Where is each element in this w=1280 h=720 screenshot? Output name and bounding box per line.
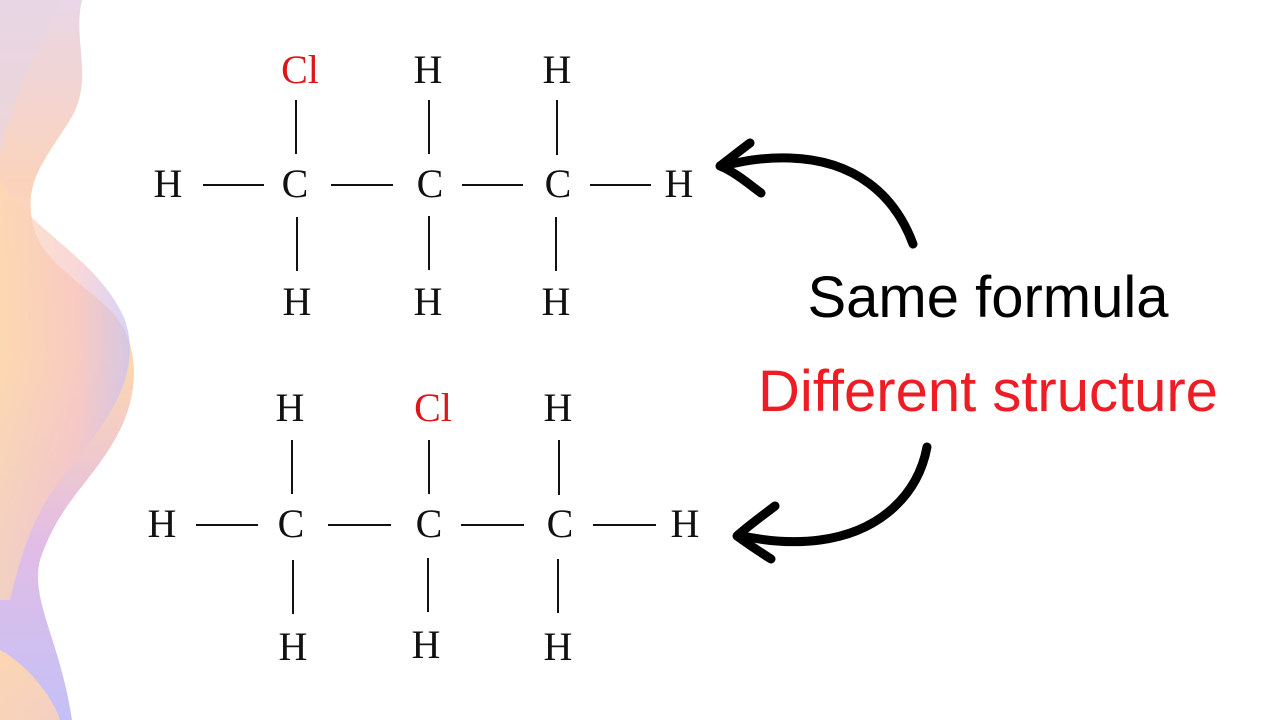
atom-hydrogen: H [282, 279, 312, 324]
single-bond [556, 100, 558, 155]
atom-hydrogen: H [670, 501, 700, 546]
single-bond [428, 216, 430, 270]
single-bond [296, 217, 298, 271]
atom-chlorine: Cl [414, 385, 452, 430]
atom-hydrogen: H [542, 47, 572, 92]
single-bond [331, 184, 393, 186]
atom-hydrogen: H [543, 385, 573, 430]
single-bond [558, 440, 560, 495]
atom-carbon: C [277, 501, 305, 546]
atom-hydrogen: H [543, 624, 573, 669]
caption-different-structure: Different structure [758, 359, 1218, 424]
curved-arrow-up-icon [715, 138, 918, 249]
atom-carbon: C [281, 161, 309, 206]
decorative-wave-background [0, 0, 134, 720]
atom-hydrogen: H [413, 279, 443, 324]
single-bond [291, 440, 293, 494]
single-bond [428, 100, 430, 154]
atom-hydrogen: H [411, 622, 441, 667]
atom-carbon: C [546, 501, 574, 546]
caption-same-formula: Same formula [807, 265, 1169, 330]
atom-hydrogen: H [147, 501, 177, 546]
curved-arrow-down-icon [732, 442, 932, 564]
atom-hydrogen: H [413, 47, 443, 92]
atom-carbon: C [544, 161, 572, 206]
single-bond [427, 558, 429, 612]
atom-hydrogen: H [541, 279, 571, 324]
single-bond [328, 524, 391, 526]
atom-chlorine: Cl [281, 47, 319, 92]
single-bond [462, 184, 523, 186]
single-bond [593, 524, 656, 526]
single-bond [557, 559, 559, 613]
single-bond [461, 524, 524, 526]
atom-hydrogen: H [664, 161, 694, 206]
single-bond [295, 100, 297, 154]
atom-hydrogen: H [275, 385, 305, 430]
single-bond [428, 440, 430, 494]
atom-hydrogen: H [278, 624, 308, 669]
atom-carbon: C [416, 161, 444, 206]
atom-hydrogen: H [153, 161, 183, 206]
atom-carbon: C [415, 501, 443, 546]
single-bond [292, 560, 294, 614]
single-bond [196, 524, 258, 526]
single-bond [555, 217, 557, 271]
single-bond [590, 184, 651, 186]
single-bond [203, 184, 264, 186]
